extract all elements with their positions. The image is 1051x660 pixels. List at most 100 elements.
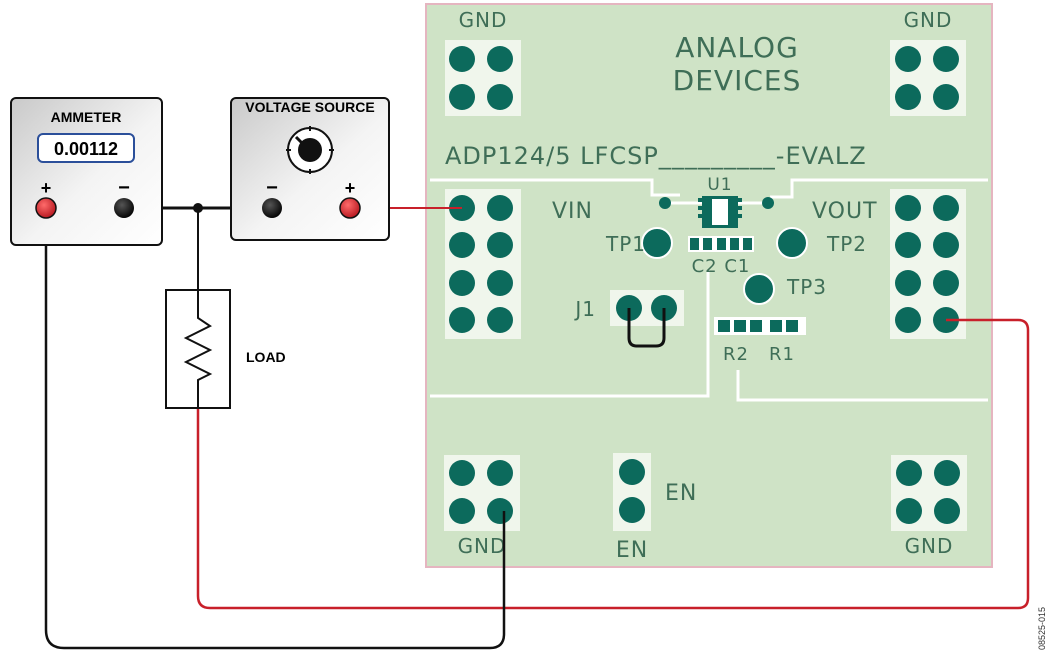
header-pin xyxy=(934,460,960,486)
wire-vout-to-load xyxy=(196,318,1030,610)
header-gnd-top-right xyxy=(890,40,966,116)
res-pad xyxy=(734,320,746,332)
header-pin xyxy=(487,46,513,72)
u1-lead xyxy=(698,206,704,210)
header-pin xyxy=(933,270,959,296)
gnd-label-bottom-left: GND xyxy=(458,534,507,558)
en-label-bottom: EN xyxy=(616,538,648,563)
res-pad xyxy=(718,320,730,332)
header-pin xyxy=(934,498,960,524)
header-pin xyxy=(895,270,921,296)
header-pin xyxy=(895,46,921,72)
knob-icon[interactable] xyxy=(286,126,334,174)
tp3-pad xyxy=(743,273,775,305)
cap-pad xyxy=(690,238,699,250)
header-pin xyxy=(896,460,922,486)
header-pin xyxy=(449,232,475,258)
ammeter: AMMETER 0.00112 + − xyxy=(10,97,163,246)
j1-label: J1 xyxy=(573,297,596,321)
cap-pad xyxy=(717,238,726,250)
header-pin xyxy=(449,307,475,333)
u1-lead xyxy=(736,198,742,202)
vin-label: VIN xyxy=(552,199,593,224)
figure-id: 08525-015 xyxy=(1037,607,1047,650)
ammeter-display xyxy=(37,133,135,163)
u1-via-right xyxy=(762,197,774,209)
header-pin xyxy=(487,270,513,296)
silk-line-mid-right xyxy=(736,370,988,402)
header-pin xyxy=(933,232,959,258)
header-pin xyxy=(449,46,475,72)
silk-line-top-right xyxy=(770,178,988,199)
tp3-label: TP3 xyxy=(786,275,827,299)
resistors-r2-r1 xyxy=(714,317,806,335)
capacitors-c2-c1 xyxy=(688,236,754,252)
tp2-label: TP2 xyxy=(826,232,867,256)
cap-pad xyxy=(730,238,739,250)
voltage-source-minus-label: − xyxy=(266,177,278,199)
res-pad xyxy=(750,320,762,332)
voltage-source-plus-terminal[interactable] xyxy=(339,197,361,219)
header-pin xyxy=(487,84,513,110)
header-pin xyxy=(449,270,475,296)
header-pin xyxy=(895,232,921,258)
header-gnd-bottom-right xyxy=(891,455,967,531)
voltage-source-minus-terminal[interactable] xyxy=(262,198,282,218)
header-vin xyxy=(445,189,521,339)
part-number-label: ADP124/5 LFCSP_________-EVALZ xyxy=(445,142,867,170)
header-pin xyxy=(449,460,475,486)
gnd-label-top-right: GND xyxy=(904,8,953,32)
u1-via-left xyxy=(659,197,671,209)
r1-label: R1 xyxy=(769,344,795,365)
load-label: LOAD xyxy=(246,349,286,365)
r2-label: R2 xyxy=(723,344,749,365)
ammeter-plus-terminal[interactable] xyxy=(35,197,57,219)
header-vout xyxy=(890,189,966,339)
res-pad xyxy=(770,320,782,332)
header-pin xyxy=(449,498,475,524)
header-pin xyxy=(449,84,475,110)
header-pin xyxy=(895,84,921,110)
u1-lead xyxy=(736,206,742,210)
wire-ammeter-to-gnd xyxy=(44,208,506,650)
header-pin xyxy=(619,459,645,485)
gnd-label-top-left: GND xyxy=(459,8,508,32)
header-pin xyxy=(895,307,921,333)
voltage-source-plus-label: + xyxy=(345,178,356,198)
tp1-pad xyxy=(641,227,673,259)
header-pin xyxy=(896,498,922,524)
en-label-right: EN xyxy=(665,481,697,506)
header-gnd-bottom-left xyxy=(444,455,520,531)
header-en xyxy=(613,453,651,531)
brand-line-devices: DEVICES xyxy=(673,64,802,97)
load: LOAD xyxy=(165,289,286,409)
u1-label: U1 xyxy=(707,175,732,195)
gnd-label-bottom-right: GND xyxy=(905,534,954,558)
cap-pad xyxy=(703,238,712,250)
u1-die xyxy=(712,199,728,225)
silk-line-mid-left xyxy=(430,270,710,398)
res-pad xyxy=(786,320,798,332)
ammeter-reading: 0.00112 xyxy=(54,139,118,159)
brand-line-analog: ANALOG xyxy=(675,31,799,64)
header-pin xyxy=(933,195,959,221)
u1-chip xyxy=(698,196,742,228)
j1-jumper-wire xyxy=(627,308,666,348)
voltage-source: VOLTAGE SOURCE − + xyxy=(230,97,390,241)
silk-line-top-left xyxy=(430,178,680,197)
ammeter-plus-label: + xyxy=(41,178,52,198)
header-pin xyxy=(487,195,513,221)
header-pin xyxy=(487,498,513,524)
ammeter-minus-terminal[interactable] xyxy=(114,198,134,218)
header-pin xyxy=(487,460,513,486)
ammeter-minus-label: − xyxy=(118,177,130,199)
voltage-source-title: VOLTAGE SOURCE xyxy=(245,99,374,115)
header-pin xyxy=(487,232,513,258)
tp2-pad xyxy=(776,227,808,259)
vout-label: VOUT xyxy=(812,199,878,224)
evaluation-board: ANALOG DEVICES ADP124/5 LFCSP_________-E… xyxy=(425,3,993,568)
header-gnd-top-left xyxy=(445,40,521,116)
u1-lead xyxy=(698,198,704,202)
